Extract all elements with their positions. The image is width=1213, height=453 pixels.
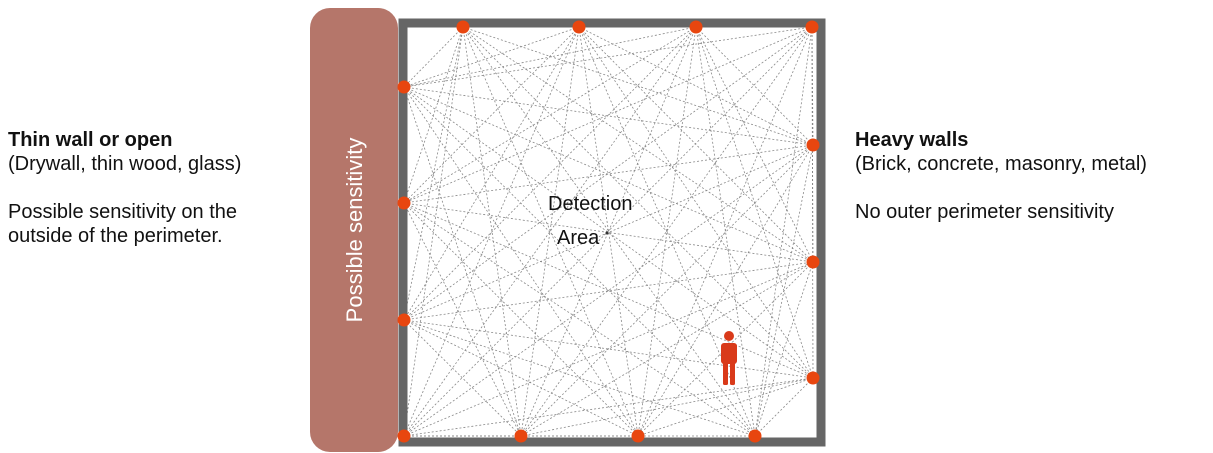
sensor-link: [695, 26, 814, 379]
sensor-node: [397, 80, 411, 94]
detection-center-point: [605, 231, 609, 235]
sensor-node: [397, 313, 411, 327]
sensor-link: [403, 319, 522, 437]
sensor-node: [631, 429, 645, 443]
thin-wall-note-line1: Possible sensitivity on the: [8, 201, 238, 223]
sensor-link: [403, 86, 814, 263]
sensor-link: [403, 26, 464, 437]
sensor-link: [578, 26, 814, 146]
room-walls: [398, 18, 826, 447]
sensor-link: [462, 26, 814, 263]
sensor-link: [403, 26, 464, 321]
sensor-link: [403, 26, 813, 437]
possible-sensitivity-label: Possible sensitivity: [342, 138, 367, 323]
sensor-node: [397, 429, 411, 443]
sensor-link: [520, 261, 814, 437]
sensor-node: [806, 138, 820, 152]
sensor-link: [637, 26, 697, 437]
sensor-link: [462, 26, 814, 146]
thin-wall-materials: (Drywall, thin wood, glass): [8, 153, 242, 175]
thin-wall-heading: Thin wall or open: [8, 129, 173, 151]
sensor-link: [754, 377, 814, 437]
sensor-link: [403, 26, 580, 204]
sensor-link: [403, 26, 580, 321]
person-icon: [721, 331, 737, 385]
sensor-link: [403, 319, 814, 379]
sensor-node: [805, 20, 819, 34]
heavy-wall-note: No outer perimeter sensitivity: [855, 201, 1114, 223]
sensor-link: [403, 86, 814, 379]
sensor-link: [695, 26, 756, 437]
sensor-link: [403, 261, 814, 321]
sensor-link: [403, 202, 522, 437]
detection-area-label-line2: Area: [557, 227, 600, 249]
sensor-link: [520, 26, 580, 437]
sensor-link: [754, 261, 814, 437]
sensor-link: [403, 86, 814, 146]
sensor-link: [403, 26, 813, 88]
sensor-link: [403, 202, 639, 437]
sensor-link: [403, 86, 522, 437]
sensor-link: [403, 144, 814, 204]
sensor-node: [689, 20, 703, 34]
sensor-link: [462, 26, 756, 437]
sensor-link: [578, 26, 639, 437]
thin-wall-description: Thin wall or open (Drywall, thin wood, g…: [8, 128, 298, 248]
sensor-link: [403, 26, 697, 204]
sensor-link: [403, 26, 697, 88]
sensor-link: [403, 26, 697, 321]
sensor-link: [462, 26, 814, 379]
sensor-link: [403, 26, 580, 437]
possible-sensitivity-band: [310, 8, 398, 452]
sensor-link: [403, 26, 697, 437]
thin-wall-note-line2: outside of the perimeter.: [8, 225, 223, 247]
sensor-node: [806, 255, 820, 269]
sensor-node: [514, 429, 528, 443]
sensor-link: [754, 26, 813, 437]
sensor-link: [462, 26, 522, 437]
sensor-link: [637, 144, 814, 437]
sensor-link: [520, 377, 814, 437]
sensor-link: [403, 202, 814, 263]
detection-area-label-line1: Detection: [548, 193, 633, 215]
sensor-node: [748, 429, 762, 443]
sensor-nodes: [397, 20, 820, 443]
heavy-wall-materials: (Brick, concrete, masonry, metal): [855, 153, 1147, 175]
sensor-link: [403, 26, 464, 88]
sensor-link: [403, 144, 814, 321]
sensor-link: [578, 26, 814, 263]
heavy-wall-heading: Heavy walls: [855, 129, 969, 151]
sensor-link: [403, 319, 639, 437]
sensor-link: [403, 26, 464, 204]
sensor-link: [403, 377, 814, 437]
sensor-link: [637, 377, 814, 437]
sensor-link: [695, 26, 814, 263]
sensor-link: [520, 144, 814, 437]
sensor-node: [456, 20, 470, 34]
sensor-link: [403, 86, 756, 437]
sensor-node: [572, 20, 586, 34]
sensor-link: [811, 26, 814, 379]
sensor-link: [695, 26, 814, 146]
sensor-node: [806, 371, 820, 385]
sensor-link: [403, 26, 580, 88]
heavy-wall-description: Heavy walls (Brick, concrete, masonry, m…: [855, 128, 1205, 224]
sensor-links: [403, 26, 814, 437]
sensor-node: [397, 196, 411, 210]
